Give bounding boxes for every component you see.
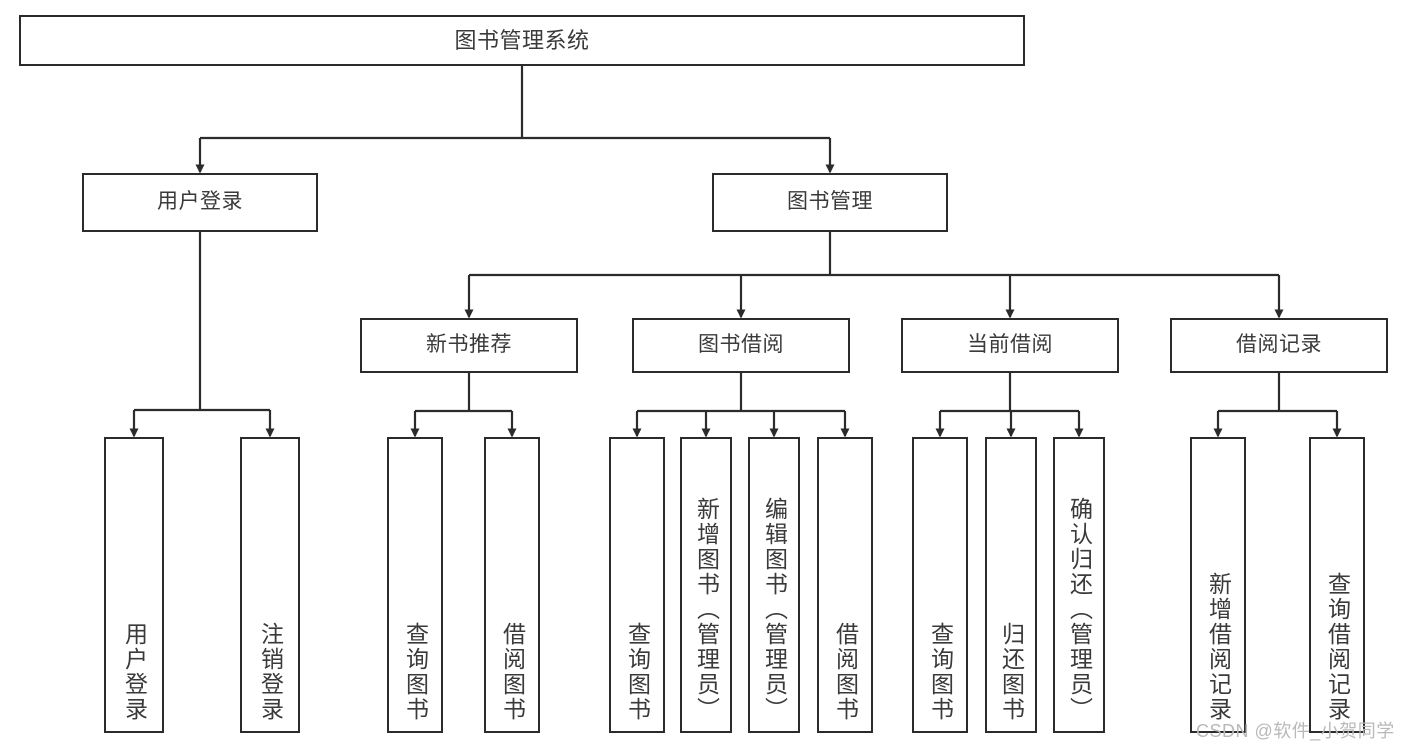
node-leaf-edit-book[interactable]: 编辑图书（管理员） xyxy=(748,437,800,733)
node-leaf-user-logout[interactable]: 注销登录 xyxy=(240,437,300,733)
node-label-leaf-confirm-return: 确认归还（管理员） xyxy=(1066,497,1093,722)
node-label-leaf-user-login: 用户登录 xyxy=(121,622,148,722)
node-leaf-confirm-return[interactable]: 确认归还（管理员） xyxy=(1053,437,1105,733)
node-label-book-manage: 图书管理 xyxy=(787,190,873,214)
node-label-root: 图书管理系统 xyxy=(454,27,590,53)
node-book-borrow[interactable]: 图书借阅 xyxy=(632,318,850,373)
node-label-leaf-query-book-3: 查询图书 xyxy=(927,622,954,722)
node-new-book-rec[interactable]: 新书推荐 xyxy=(360,318,578,373)
node-root[interactable]: 图书管理系统 xyxy=(19,15,1025,66)
node-leaf-query-book-2[interactable]: 查询图书 xyxy=(609,437,665,733)
node-label-borrow-record: 借阅记录 xyxy=(1236,333,1322,357)
csdn-watermark: CSDN @软件_小贺同学 xyxy=(1196,721,1395,741)
node-leaf-query-record[interactable]: 查询借阅记录 xyxy=(1309,437,1365,733)
node-book-manage[interactable]: 图书管理 xyxy=(712,173,948,232)
node-leaf-query-book-3[interactable]: 查询图书 xyxy=(912,437,968,733)
node-leaf-return-book[interactable]: 归还图书 xyxy=(985,437,1037,733)
node-user-login[interactable]: 用户登录 xyxy=(82,173,318,232)
node-label-leaf-add-book: 新增图书（管理员） xyxy=(693,497,720,722)
node-leaf-query-book-1[interactable]: 查询图书 xyxy=(387,437,443,733)
node-label-book-borrow: 图书借阅 xyxy=(698,333,784,357)
node-label-leaf-edit-book: 编辑图书（管理员） xyxy=(761,497,788,722)
node-leaf-user-login[interactable]: 用户登录 xyxy=(104,437,164,733)
node-label-leaf-query-record: 查询借阅记录 xyxy=(1324,572,1351,722)
node-label-leaf-add-record: 新增借阅记录 xyxy=(1205,572,1232,722)
node-borrow-record[interactable]: 借阅记录 xyxy=(1170,318,1388,373)
node-leaf-add-book[interactable]: 新增图书（管理员） xyxy=(680,437,732,733)
node-label-leaf-query-book-1: 查询图书 xyxy=(402,622,429,722)
node-leaf-borrow-book-2[interactable]: 借阅图书 xyxy=(817,437,873,733)
node-label-leaf-return-book: 归还图书 xyxy=(998,622,1025,722)
node-label-user-login: 用户登录 xyxy=(157,190,243,214)
node-label-current-borrow: 当前借阅 xyxy=(967,333,1053,357)
edges-group xyxy=(129,66,1342,438)
node-label-leaf-user-logout: 注销登录 xyxy=(257,622,284,722)
node-label-leaf-query-book-2: 查询图书 xyxy=(624,622,651,722)
node-leaf-add-record[interactable]: 新增借阅记录 xyxy=(1190,437,1246,733)
node-current-borrow[interactable]: 当前借阅 xyxy=(901,318,1119,373)
node-label-leaf-borrow-book-1: 借阅图书 xyxy=(499,622,526,722)
node-leaf-borrow-book-1[interactable]: 借阅图书 xyxy=(484,437,540,733)
node-label-leaf-borrow-book-2: 借阅图书 xyxy=(832,622,859,722)
node-label-new-book-rec: 新书推荐 xyxy=(426,333,512,357)
